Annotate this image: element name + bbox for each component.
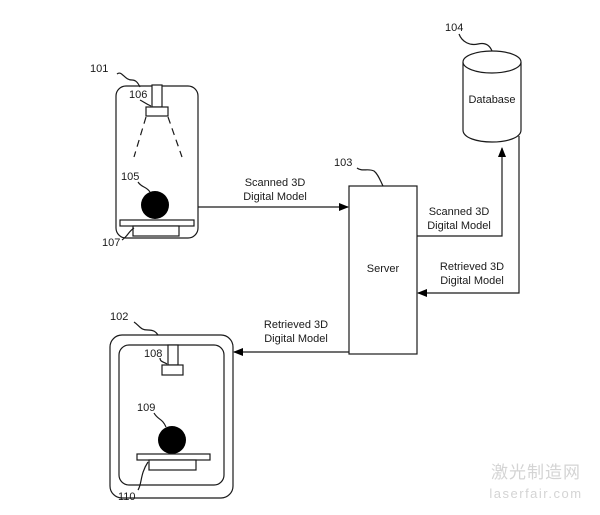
scanner-platform-top bbox=[119, 219, 195, 227]
database-top bbox=[462, 50, 522, 74]
leader-105 bbox=[137, 181, 151, 193]
ref-107: 107 bbox=[102, 237, 120, 249]
light-source-head bbox=[145, 106, 169, 117]
edge-label-retrieved-1-line1: Retrieved 3D bbox=[440, 261, 504, 273]
watermark-domain: laserfair.com bbox=[489, 486, 582, 501]
print-head-stem bbox=[167, 344, 179, 366]
ref-102: 102 bbox=[110, 311, 128, 323]
light-source-stem bbox=[151, 84, 163, 108]
printer-platform-top bbox=[136, 453, 211, 461]
printed-object bbox=[158, 426, 186, 454]
leader-109 bbox=[153, 412, 167, 428]
leader-106 bbox=[139, 99, 152, 107]
leader-104 bbox=[458, 33, 493, 52]
ref-101: 101 bbox=[90, 63, 108, 75]
database-label: Database bbox=[468, 94, 515, 106]
edge-label-scanned-1-line1: Scanned 3D bbox=[245, 177, 306, 189]
server-label: Server bbox=[367, 263, 400, 275]
ref-104: 104 bbox=[445, 22, 463, 34]
leader-108 bbox=[159, 357, 168, 365]
arrow-database-to-server bbox=[417, 136, 520, 297]
edge-label-retrieved-2-line2: Digital Model bbox=[264, 333, 328, 345]
leader-101 bbox=[116, 72, 141, 88]
printer-platform-base bbox=[148, 459, 197, 471]
edge-label-retrieved-2-line1: Retrieved 3D bbox=[264, 319, 328, 331]
leader-107 bbox=[121, 227, 135, 241]
leader-103 bbox=[356, 167, 384, 187]
edge-label-scanned-2-line2: Digital Model bbox=[427, 220, 491, 232]
edge-label-scanned-1-line2: Digital Model bbox=[243, 191, 307, 203]
printer-102 bbox=[109, 334, 234, 499]
ref-106: 106 bbox=[129, 89, 147, 101]
print-head-nozzle bbox=[161, 364, 184, 376]
watermark-chinese: 激光制造网 bbox=[491, 463, 581, 483]
scanner-platform-base bbox=[132, 225, 180, 237]
ref-109: 109 bbox=[137, 402, 155, 414]
database-cylinder bbox=[462, 50, 522, 143]
ref-105: 105 bbox=[121, 171, 139, 183]
light-beam-left bbox=[133, 116, 147, 158]
leader-110 bbox=[137, 461, 149, 491]
scanned-object bbox=[141, 191, 169, 219]
scanner-101 bbox=[115, 84, 199, 239]
leader-102 bbox=[133, 321, 159, 336]
edge-label-retrieved-1-line2: Digital Model bbox=[440, 275, 504, 287]
ref-110: 110 bbox=[118, 491, 136, 503]
ref-108: 108 bbox=[144, 348, 162, 360]
ref-103: 103 bbox=[334, 157, 352, 169]
edge-label-scanned-2-line1: Scanned 3D bbox=[429, 206, 490, 218]
arrow-server-to-database bbox=[417, 147, 506, 237]
database-body bbox=[462, 62, 522, 143]
